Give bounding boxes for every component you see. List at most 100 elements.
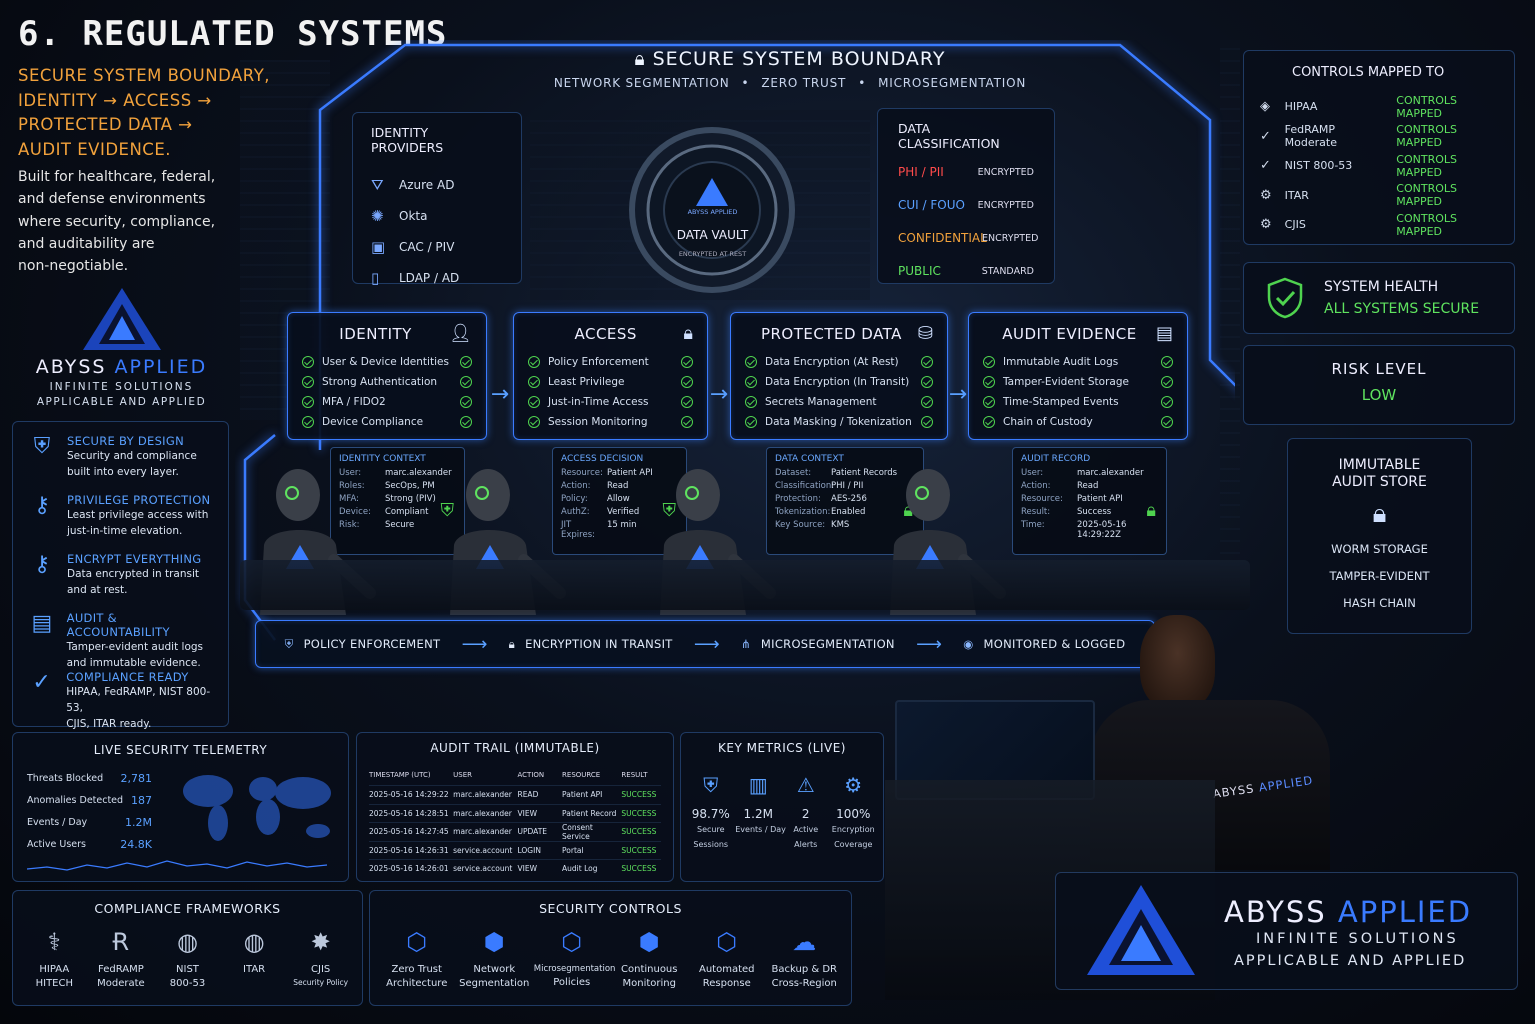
table-cell: service.account	[453, 864, 513, 874]
feature-description: Tamper-evident audit logs	[66, 641, 203, 653]
context-value: Compliant	[385, 507, 429, 517]
shield-icon: ⛨	[703, 773, 719, 797]
identity-providers-panel: IDENTITY PROVIDERS ⛛Azure AD✺Okta▣CAC / …	[352, 112, 522, 287]
stage-item-text: Chain of Custody	[1003, 416, 1093, 428]
control-state: CONTROLS MAPPED	[1396, 123, 1457, 150]
control-state: CONTROLS MAPPED	[1396, 93, 1457, 120]
column-header: USER	[453, 771, 472, 779]
metric-label: Events / Day	[735, 825, 786, 834]
context-key: Tokenization:	[775, 507, 831, 517]
metric-value: 98.7%	[691, 807, 730, 821]
check-icon	[302, 356, 314, 368]
security-control-detail: Architecture	[386, 978, 448, 989]
context-value: Strong (PIV)	[385, 494, 436, 504]
table-cell: LOGIN	[517, 845, 541, 855]
stage-header: PROTECTED DATA⛁	[745, 323, 933, 344]
context-title: ACCESS DECISION	[561, 454, 644, 464]
boundary-header: 🔒︎ SECURE SYSTEM BOUNDARY NETWORK SEGMEN…	[553, 48, 1027, 90]
idp-item: ▯LDAP / AD	[371, 262, 503, 293]
check-icon	[460, 376, 472, 388]
feature-description: and at rest.	[67, 584, 128, 596]
telemetry-label: Anomalies Detected	[27, 794, 124, 806]
context-key: Key Source:	[775, 520, 826, 530]
pipeline-encryption: 🔒︎ENCRYPTION IN TRANSIT	[508, 636, 673, 652]
stage-item-text: Data Encryption (At Rest)	[765, 356, 899, 368]
table-cell: 2025-05-16 14:29:22	[369, 790, 449, 800]
context-key: Protection:	[775, 494, 821, 504]
feature-description: built into every layer.	[67, 466, 179, 478]
feature-title: AUDIT & ACCOUNTABILITY	[66, 611, 170, 639]
metric-label: Secure	[696, 825, 725, 834]
control-name: NIST 800-53	[1284, 159, 1353, 173]
context-key: MFA:	[339, 494, 359, 504]
check-icon	[983, 396, 995, 408]
alert-icon: ⚠	[796, 773, 815, 797]
table-cell: Consent Service	[562, 822, 593, 841]
microsegmentation-icon: ⬡	[561, 928, 583, 956]
telemetry-label: Threats Blocked	[27, 772, 104, 784]
table-cell: 2025-05-16 14:26:01	[369, 864, 449, 874]
arrow-icon: ⟶	[693, 633, 720, 655]
page-title: 6. REGULATED SYSTEMS	[18, 14, 448, 54]
security-control-name: Backup & DR	[771, 964, 837, 975]
stage-item-label: Just-in-Time Access	[528, 396, 649, 408]
check-icon	[528, 416, 540, 428]
audit-trail-panel: AUDIT TRAIL (IMMUTABLE) TIMESTAMP (UTC)U…	[356, 732, 674, 882]
arrow-icon: →	[948, 382, 968, 407]
check-icon	[681, 356, 693, 368]
brand-logo: ABYSS APPLIED INFINITE SOLUTIONS APPLICA…	[14, 284, 229, 408]
framework-detail: Moderate	[97, 978, 145, 989]
feature-title: COMPLIANCE READY	[66, 670, 189, 684]
lock-icon: 🔒︎	[634, 48, 646, 70]
telemetry-value: 2,781	[120, 771, 153, 785]
telemetry-value: 1.2M	[125, 815, 152, 829]
fedramp-icon: Ɍ	[112, 928, 130, 956]
control-name: CJIS	[1284, 218, 1306, 232]
classification-state: STANDARD	[981, 266, 1034, 277]
context-value: Secure	[385, 520, 415, 530]
context-value: PHI / PII	[831, 481, 864, 491]
stage-item: Session Monitoring	[528, 412, 693, 432]
pipeline-policy: ⛨POLICY ENFORCEMENT	[284, 636, 441, 652]
stage-header: AUDIT EVIDENCE▤	[983, 323, 1173, 344]
table-cell: SUCCESS	[621, 808, 657, 818]
table-cell: UPDATE	[517, 827, 548, 837]
stage-item-text: Data Masking / Tokenization	[765, 416, 912, 428]
check-icon	[921, 396, 933, 408]
metric-value: 100%	[836, 807, 871, 821]
stage-title: AUDIT EVIDENCE	[1002, 324, 1137, 343]
feature-description: HIPAA, FedRAMP, NIST 800-53,	[66, 686, 211, 714]
idp-item: ✺Okta	[371, 200, 503, 231]
classification-name: PHI / PII	[898, 165, 944, 179]
context-key: Time:	[1021, 520, 1045, 530]
shield-check-icon: ⛨	[662, 500, 677, 521]
stage-item-text: Data Encryption (In Transit)	[765, 376, 910, 388]
stage-item-label: Session Monitoring	[528, 416, 648, 428]
table-cell: marc.alexander	[453, 808, 512, 818]
feature-description: and immutable evidence.	[66, 657, 201, 669]
stage-item: Immutable Audit Logs	[983, 352, 1173, 372]
check-icon	[983, 416, 995, 428]
control-name: HIPAA	[1284, 100, 1318, 114]
context-value: SecOps, PM	[385, 481, 435, 491]
table-cell: READ	[517, 790, 539, 800]
context-value: Verified	[607, 507, 640, 517]
azure-icon: ⛛	[371, 175, 384, 194]
stage-item-label: Immutable Audit Logs	[983, 356, 1118, 368]
